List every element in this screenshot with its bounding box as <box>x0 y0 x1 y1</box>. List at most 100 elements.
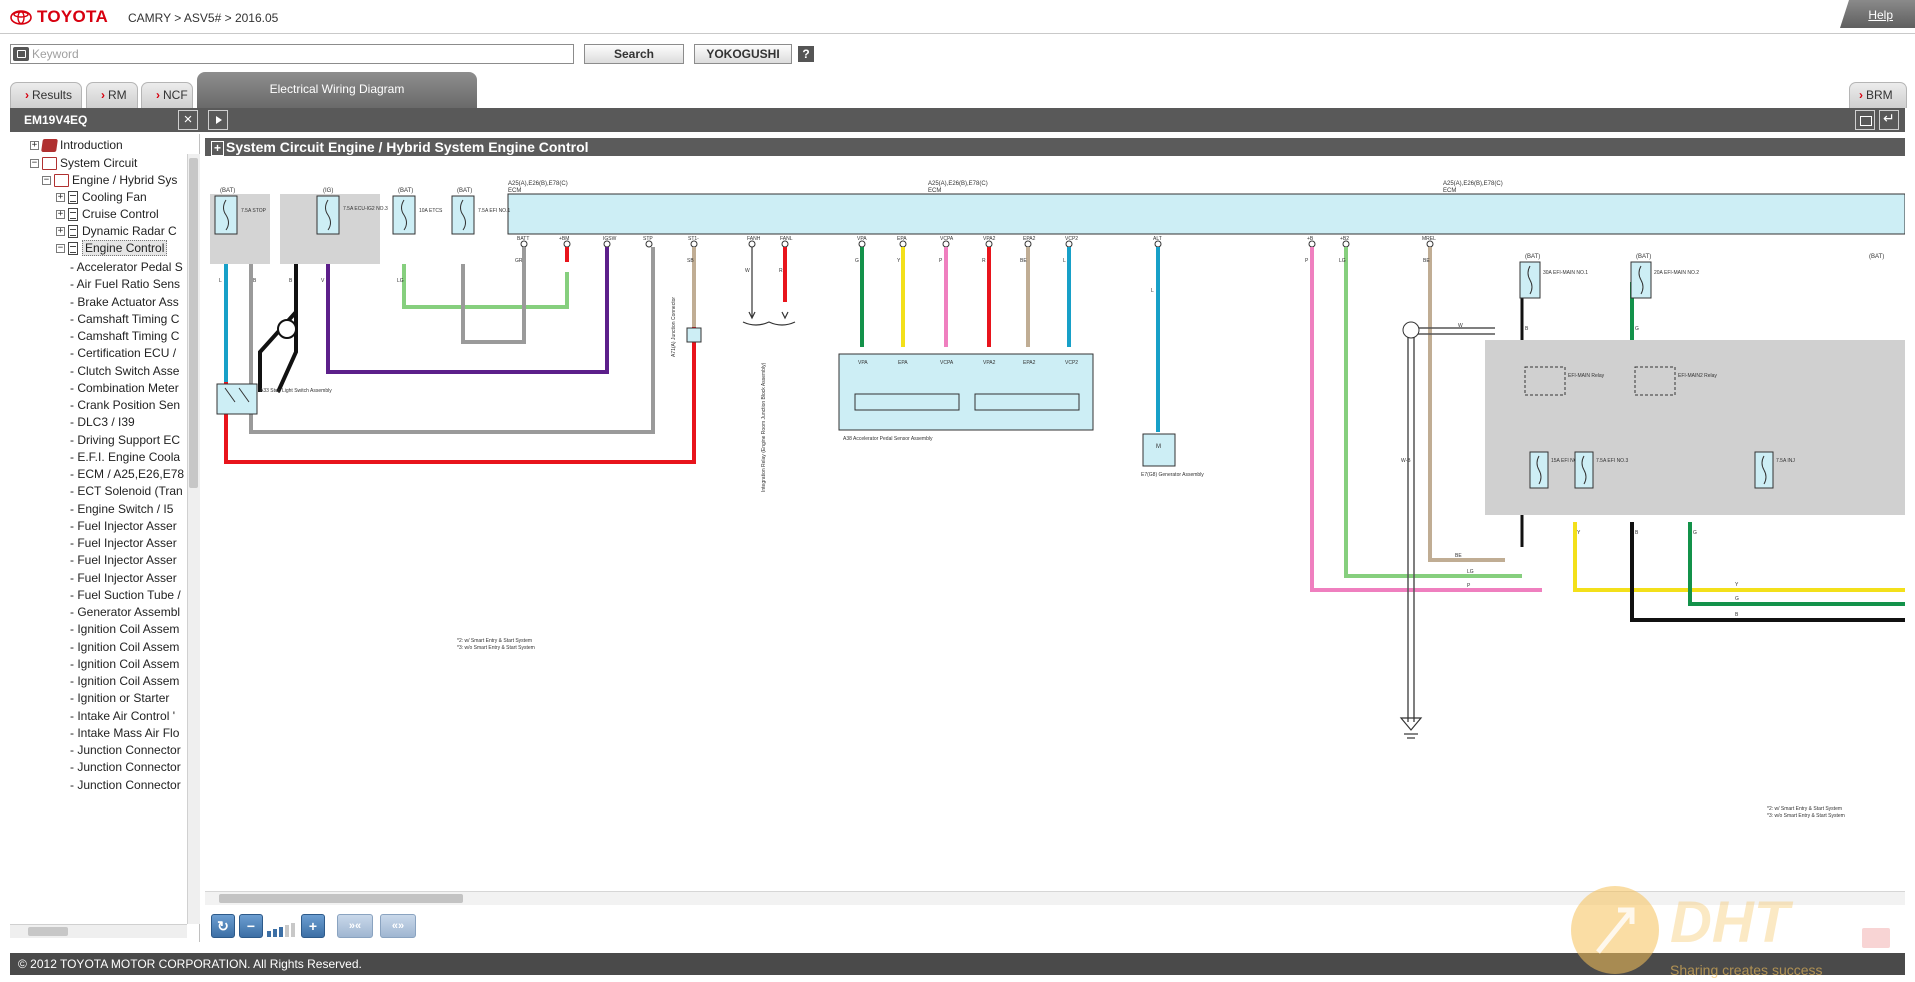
tree-leaf-item[interactable]: - ECM / A25,E26,E78 <box>70 467 185 481</box>
search-button[interactable]: Search <box>584 44 684 64</box>
svg-text:LG: LG <box>1467 569 1474 575</box>
tab-rm[interactable]: ›RM <box>86 82 138 108</box>
expand-title-icon[interactable]: + <box>211 141 225 156</box>
svg-text:VPA2: VPA2 <box>983 360 996 366</box>
zoom-level-bar[interactable] <box>291 923 295 937</box>
tree-leaf-item[interactable]: - Fuel Suction Tube / <box>70 587 181 602</box>
tree-item-system-circuit[interactable]: − System Circuit <box>30 154 137 172</box>
svg-text:P: P <box>1467 583 1471 589</box>
svg-text:VCP2: VCP2 <box>1065 360 1078 366</box>
tree-leaf-item[interactable]: - E.F.I. Engine Coola <box>70 449 181 464</box>
tree-leaf-item[interactable]: - Generator Assembl <box>70 605 181 619</box>
tree-leaf-item[interactable]: - Combination Meter <box>70 380 179 395</box>
tree-leaf-item[interactable]: - Fuel Injector Asser <box>70 536 177 550</box>
tree-item-dynamic-radar[interactable]: + Dynamic Radar C <box>56 222 177 240</box>
tree-leaf-item[interactable]: - Junction Connector <box>70 777 181 792</box>
tree-item-engine-control[interactable]: − Engine Control <box>56 239 168 257</box>
svg-text:MREL: MREL <box>1422 236 1436 242</box>
svg-text:EFI-MAIN2 Relay: EFI-MAIN2 Relay <box>1678 373 1717 379</box>
tab-arrow-icon: › <box>1859 88 1863 102</box>
tree-leaf-item[interactable]: - Air Fuel Ratio Sens <box>70 277 181 292</box>
return-icon[interactable] <box>1879 110 1899 130</box>
svg-text:R: R <box>779 268 783 274</box>
tab-electrical-wiring-diagram[interactable]: Electrical Wiring Diagram <box>197 72 477 108</box>
tree-leaf-item[interactable]: - Junction Connector <box>70 743 181 757</box>
collapse-icon[interactable]: − <box>56 242 65 253</box>
black-switch-fill <box>277 319 297 339</box>
tree-hscroll-thumb[interactable] <box>28 927 68 936</box>
tree-leaf-item[interactable]: - Crank Position Sen <box>70 398 181 412</box>
zoom-in-icon[interactable]: + <box>301 914 325 938</box>
tree-leaf-item[interactable]: - Ignition or Starter <box>70 691 170 706</box>
tree-leaf-item[interactable]: - Driving Support EC <box>70 432 181 447</box>
tree-leaf-item[interactable]: - Junction Connector <box>70 760 181 775</box>
close-panel-button[interactable]: × <box>178 110 198 130</box>
tree-leaf-item[interactable]: - Intake Air Control ' <box>70 708 175 723</box>
tree-leaf-item[interactable]: - Brake Actuator Ass <box>70 294 179 309</box>
expand-icon[interactable]: + <box>56 208 65 219</box>
collapse-icon[interactable]: − <box>30 157 39 168</box>
diagram-hscroll-thumb[interactable] <box>219 894 463 903</box>
tree-leaf-item[interactable]: - ECT Solenoid (Tran <box>70 484 183 499</box>
tree-leaf-item[interactable]: - Camshaft Timing C <box>70 329 180 343</box>
breadcrumb: CAMRY > ASV5# > 2016.05 <box>128 11 279 25</box>
tab-ncf[interactable]: ›NCF <box>141 82 193 108</box>
help-icon[interactable]: ? <box>798 46 814 62</box>
expand-icon[interactable]: + <box>56 225 65 236</box>
collapse-icon[interactable]: − <box>42 174 51 185</box>
tree-leaf-item[interactable]: - Fuel Injector Asser <box>70 553 177 568</box>
book-icon <box>41 138 58 152</box>
ecm-pins: BATT +BM IGSW STP ST1- FANH FANL VPA EPA… <box>517 236 1436 242</box>
yokogushi-button[interactable]: YOKOGUSHI <box>694 44 792 64</box>
expand-icon[interactable]: + <box>30 139 39 150</box>
prev-page-icon[interactable]: »« <box>337 914 373 938</box>
tree-leaf-item[interactable]: - Fuel Injector Asser <box>70 570 177 585</box>
svg-text:20A EFI-MAIN NO.2: 20A EFI-MAIN NO.2 <box>1654 270 1699 276</box>
wiring-diagram[interactable]: A25(A),E26(B),E78(C) ECM A25(A),E26(B),E… <box>205 162 1905 890</box>
zoom-level-bar[interactable] <box>267 931 271 937</box>
tree-leaf-item[interactable]: - Engine Switch / I5 <box>70 501 174 516</box>
svg-text:L: L <box>1063 258 1066 264</box>
tree-leaf-item[interactable]: - Accelerator Pedal S <box>70 260 183 274</box>
tree-item-cooling-fan[interactable]: + Cooling Fan <box>56 188 147 206</box>
tree-leaf-item[interactable]: - Ignition Coil Assem <box>70 622 180 637</box>
zoom-level-bar[interactable] <box>279 927 283 937</box>
tree-scroll-thumb[interactable] <box>189 158 198 488</box>
next-page-icon[interactable]: «» <box>380 914 416 938</box>
tree-item-cruise-control[interactable]: + Cruise Control <box>56 205 159 223</box>
svg-text:7.5A STOP: 7.5A STOP <box>241 208 267 214</box>
diagram-horizontal-scrollbar[interactable] <box>205 891 1905 905</box>
tree-leaf-item[interactable]: - Clutch Switch Asse <box>70 363 180 378</box>
expand-icon[interactable]: + <box>56 191 65 202</box>
tree-leaf-item[interactable]: - Certification ECU / <box>70 346 177 361</box>
svg-text:Sharing creates success: Sharing creates success <box>1670 962 1823 978</box>
tree-item-engine-hybrid[interactable]: − Engine / Hybrid Sys <box>42 171 177 189</box>
zoom-level-bar[interactable] <box>273 929 277 937</box>
svg-text:FANH: FANH <box>747 236 761 242</box>
document-icon <box>68 190 78 204</box>
expand-panel-button[interactable] <box>208 110 228 130</box>
tree-leaf-item[interactable]: - Camshaft Timing C <box>70 311 180 326</box>
tab-results[interactable]: ›Results <box>10 82 82 108</box>
tree-leaf-item[interactable]: - Ignition Coil Assem <box>70 639 180 654</box>
tree-leaf-item[interactable]: - Fuel Injector Asser <box>70 518 177 533</box>
tree-leaf-item[interactable]: - Ignition Coil Assem <box>70 674 180 688</box>
zoom-level-bar[interactable] <box>285 925 289 937</box>
tab-brm[interactable]: ›BRM <box>1849 82 1907 108</box>
zoom-out-icon[interactable]: − <box>239 914 263 938</box>
help-link[interactable]: Help <box>1868 8 1893 22</box>
tree-item-introduction[interactable]: + Introduction <box>30 136 123 154</box>
diagram-title: System Circuit Engine / Hybrid System En… <box>226 139 589 155</box>
svg-text:LG: LG <box>397 278 404 284</box>
tree-leaf-item[interactable]: - DLC3 / I39 <box>70 415 135 430</box>
refresh-icon[interactable]: ↻ <box>211 914 235 938</box>
document-icon <box>68 207 78 221</box>
tree-leaf-item[interactable]: - Intake Mass Air Flo <box>70 725 180 740</box>
print-icon[interactable] <box>1855 110 1875 130</box>
svg-text:+BM: +BM <box>559 236 569 242</box>
svg-text:BATT: BATT <box>517 236 529 242</box>
tree-leaf-item[interactable]: - Ignition Coil Assem <box>70 656 180 671</box>
open-book-icon <box>54 173 69 187</box>
toyota-emblem-icon <box>10 9 32 25</box>
keyword-input[interactable] <box>32 46 562 62</box>
